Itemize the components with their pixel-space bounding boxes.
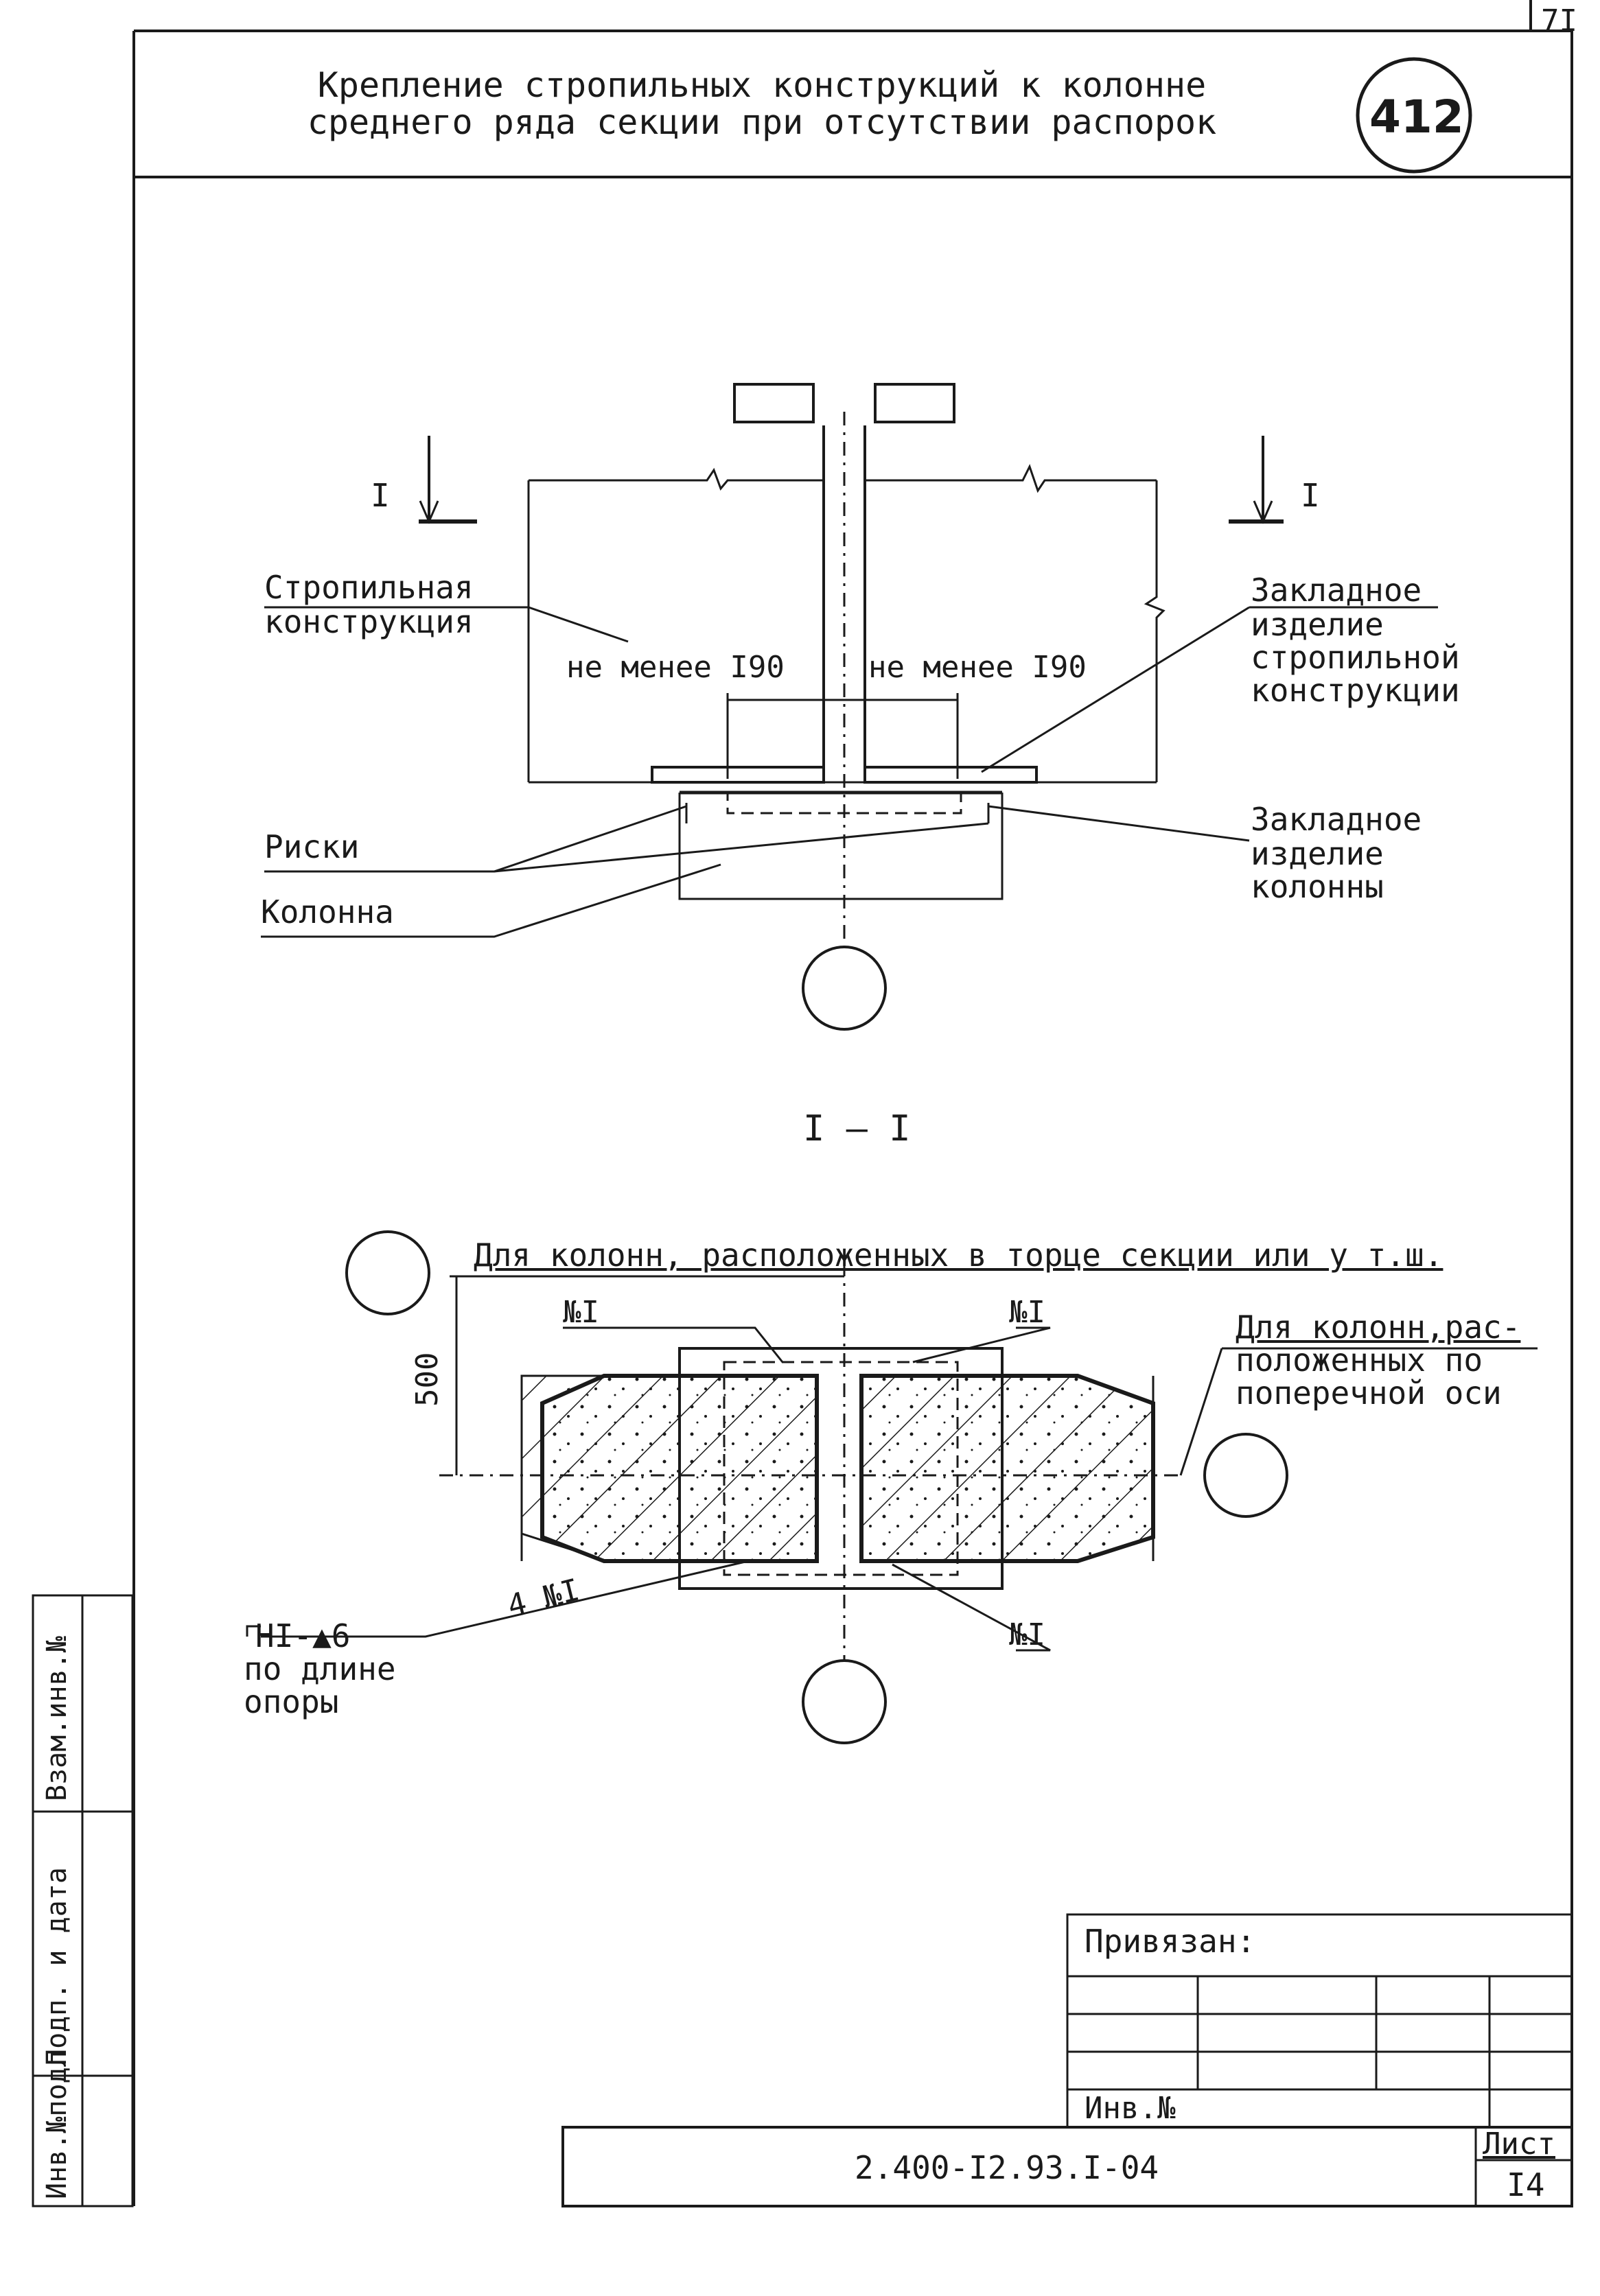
weld-note-1: HI-▲6 — [255, 1617, 351, 1654]
side-stamp-col3: Взам.инв.№ — [41, 1636, 73, 1801]
stamp-sheet-label: Лист — [1483, 2127, 1555, 2162]
note-right-2: положенных по — [1236, 1342, 1483, 1379]
title-badge-circle — [1356, 57, 1472, 174]
note-top: Для колонн, расположенных в торце секции… — [474, 1237, 1444, 1274]
label-embed-truss-4: конструкции — [1251, 672, 1460, 709]
side-stamp-col1: Инв.№подл — [41, 2050, 73, 2199]
stamp-sheet-no: I4 — [1507, 2166, 1545, 2203]
dim-500: 500 — [410, 1352, 445, 1407]
title-line-2: среднего ряда секции при отсутствии расп… — [307, 102, 1217, 142]
part-no1-bottom-right: №I — [1009, 1617, 1045, 1652]
section-title: I – I — [803, 1108, 911, 1149]
stamp-inv: Инв.№ — [1085, 2091, 1176, 2126]
label-embed-truss-2: изделие — [1251, 606, 1384, 643]
section-view — [246, 1230, 1538, 1744]
part-no1-top-right: №I — [1009, 1295, 1045, 1330]
side-stamp-col2: Подп. и дата — [41, 1867, 73, 2065]
sheet-frame — [132, 0, 1573, 2206]
stamp-bound: Привязан: — [1085, 1923, 1256, 1960]
label-embed-col-1: Закладное — [1251, 801, 1422, 838]
section-mark-left: I — [371, 477, 390, 514]
part-no1-top-left: №I — [563, 1295, 599, 1330]
weld-note-3: опоры — [244, 1683, 339, 1720]
dim-right: не менее I90 — [868, 650, 1087, 685]
stamp-code: 2.400-I2.93.I-04 — [855, 2149, 1159, 2186]
weld-note-2: по длине — [244, 1650, 396, 1687]
label-truss-2: конструкция — [264, 603, 474, 640]
section-mark-right: I — [1301, 477, 1320, 514]
title-badge: 412 — [1369, 91, 1464, 143]
label-truss-1: Стропильная — [264, 569, 474, 606]
label-embed-truss-3: стропильной — [1251, 639, 1460, 676]
note-right-3: поперечной оси — [1236, 1374, 1502, 1411]
plan-view — [261, 383, 1438, 1031]
side-stamp-grid — [32, 1594, 134, 2207]
label-embed-col-3: колонны — [1251, 868, 1384, 905]
dim-left: не менее I90 — [566, 650, 785, 685]
page-number: 7I — [1541, 3, 1577, 38]
label-column: Колонна — [261, 893, 394, 930]
main-stamp-grid — [561, 1913, 1573, 2207]
label-embed-truss-1: Закладное — [1251, 572, 1422, 609]
note-right-1: Для колонн,рас- — [1236, 1309, 1521, 1346]
title-line-1: Крепление стропильных конструкций к коло… — [317, 65, 1207, 105]
label-embed-col-2: изделие — [1251, 835, 1384, 872]
label-marks: Риски — [264, 828, 360, 865]
